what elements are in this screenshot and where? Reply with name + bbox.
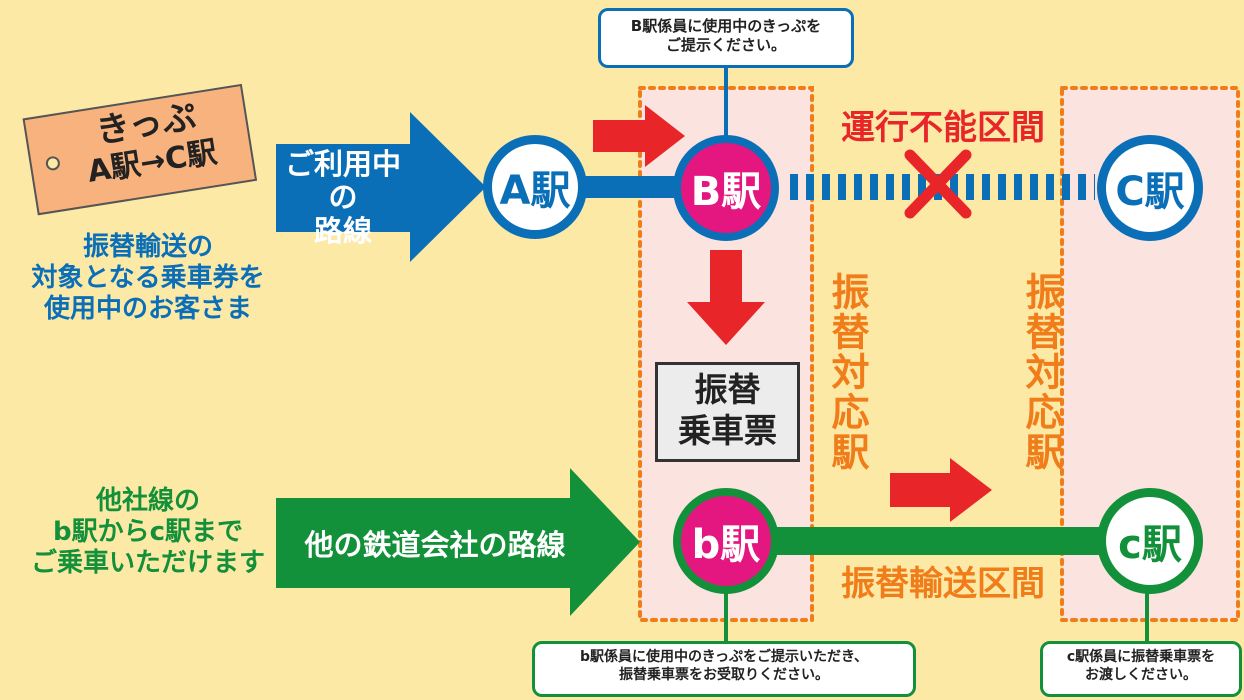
- other-line-label: 他の鉄道会社の路線: [304, 528, 566, 562]
- bubble-line: 振替乗車票をお受取りください。: [619, 666, 829, 683]
- blue-caption-line: 対象となる乗車券を: [31, 263, 265, 294]
- transfer-ticket-box: 振替 乗車票: [655, 362, 800, 462]
- current-line-arrow: [276, 112, 486, 262]
- red-arrow-to-b: [593, 105, 685, 167]
- bottom-b-instruction-bubble: b駅係員に使用中のきっぷをご提示いただき、 振替乗車票をお受取りください。: [532, 641, 916, 697]
- blue-group-caption: 振替輸送の 対象となる乗車券を 使用中のお客さま: [0, 232, 296, 326]
- suspended-x-mark: [904, 149, 972, 219]
- green-caption-line: b駅からc駅まで: [52, 517, 244, 548]
- station-b-small: b駅: [673, 488, 779, 594]
- bottom-c-instruction-bubble: c駅係員に振替乗車票を お渡しください。: [1040, 641, 1242, 697]
- station-c: C駅: [1097, 135, 1203, 241]
- green-caption-line: ご乗車いただけます: [30, 548, 265, 579]
- track-a-b: [580, 176, 700, 198]
- transfer-ticket-line: 乗車票: [678, 411, 777, 451]
- current-line-label-line: ご利用中の: [284, 147, 401, 215]
- top-instruction-bubble: B駅係員に使用中のきっぷを ご提示ください。: [598, 8, 854, 68]
- green-group-caption: 他社線の b駅からc駅まで ご乗車いただけます: [0, 486, 296, 580]
- bubble-line: b駅係員に使用中のきっぷをご提示いただき、: [579, 649, 869, 665]
- current-line-label: ご利用中の 路線: [278, 147, 408, 248]
- track-b-c-transfer: [760, 527, 1100, 555]
- station-a: A駅: [483, 135, 587, 239]
- transfer-station-label-b: 振替対応駅: [825, 272, 869, 472]
- transfer-section-label: 振替輸送区間: [841, 564, 1045, 604]
- blue-caption-line: 振替輸送の: [82, 232, 213, 262]
- green-caption-line: 他社線の: [95, 486, 200, 516]
- transfer-station-label-c: 振替対応駅: [1019, 272, 1063, 472]
- red-arrow-to-c: [890, 458, 992, 522]
- station-b: B駅: [673, 135, 779, 241]
- station-c-small: c駅: [1097, 488, 1203, 594]
- bubble-line: B駅係員に使用中のきっぷを: [630, 17, 822, 35]
- suspended-section-label: 運行不能区間: [841, 108, 1045, 148]
- ticket-shape: [22, 83, 258, 216]
- red-arrow-down: [687, 250, 765, 345]
- current-line-label-line: 路線: [313, 213, 372, 248]
- blue-caption-line: 使用中のお客さま: [43, 294, 252, 325]
- bubble-line: ご提示ください。: [665, 35, 786, 54]
- bubble-line: c駅係員に振替乗車票を: [1066, 649, 1216, 665]
- transfer-ticket-line: 振替: [694, 370, 761, 409]
- other-line-arrow: [276, 468, 640, 616]
- bubble-line: お渡しください。: [1085, 666, 1197, 683]
